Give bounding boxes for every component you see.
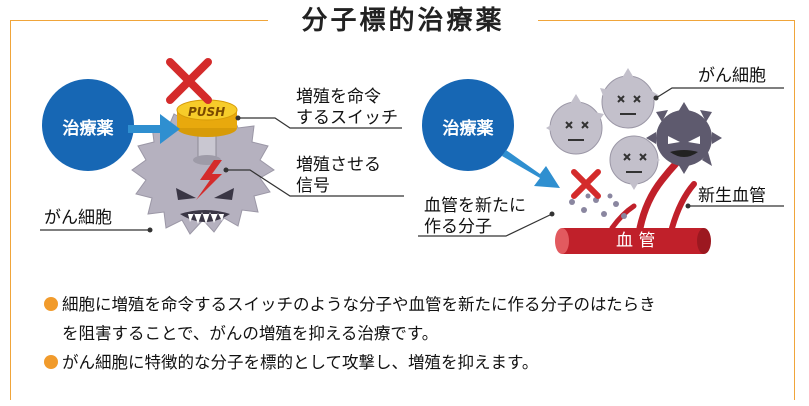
vessel-label: 血 管 [616,231,656,251]
switch-label-line2: するスイッチ [296,108,398,128]
bullet-continuation: を阻害することで、がんの増殖を抑える治療です。 [62,324,439,343]
molecule-label-line2: 作る分子 [424,217,492,237]
molecule-label-line1: 血管を新たに [424,196,526,216]
bullet-text: 細胞に増殖を命令するスイッチのような分子や血管を新たに作る分子のはたらき [62,295,656,314]
cancer-label-left: がん細胞 [44,208,112,228]
bullet-dot-icon [44,297,58,311]
page-title: 分子標的治療薬 [268,4,538,38]
switch-label-line1: 増殖を命令 [296,87,381,107]
bullet-text: がん細胞に特徴的な分子を標的として攻撃し、増殖を抑えます。 [62,353,539,372]
vessel-growth-label: 新生血管 [698,186,766,206]
bullet-item: がん細胞に特徴的な分子を標的として攻撃し、増殖を抑えます。 [44,348,656,377]
push-label: PUSH [188,105,226,119]
drug-label-right: 治療薬 [442,119,494,139]
signal-label-line1: 増殖させる [296,155,381,175]
cancer-label-right: がん細胞 [698,66,766,86]
bullet-dot-icon [44,355,58,369]
bullet-item: 細胞に増殖を命令するスイッチのような分子や血管を新たに作る分子のはたらき [44,290,656,319]
drug-label-left: 治療薬 [62,119,114,139]
signal-label-line2: 信号 [296,176,330,196]
bullet-list: 細胞に増殖を命令するスイッチのような分子や血管を新たに作る分子のはたらき を阻害… [44,290,656,377]
